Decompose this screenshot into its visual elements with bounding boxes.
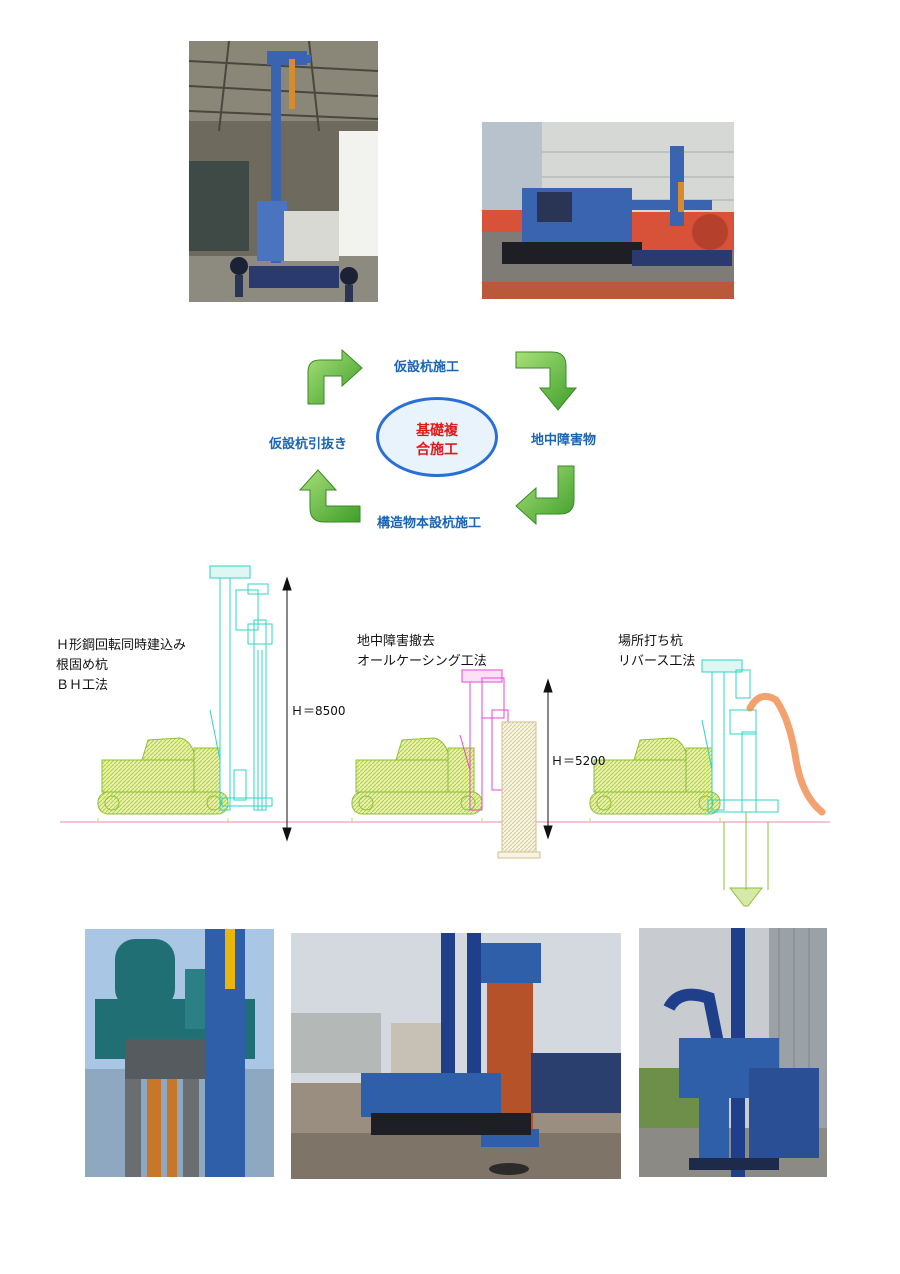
method-text-middle: 地中障害撤去 オールケーシング工法 <box>357 632 487 672</box>
cycle-label-left: 仮設杭引抜き <box>269 437 348 452</box>
method-right-line1: 場所打ち杭 <box>618 634 684 649</box>
photo-reverse-rig-closeup <box>639 928 827 1177</box>
method-middle-line1: 地中障害撤去 <box>357 634 436 649</box>
method-right-line2: リバース工法 <box>618 654 696 669</box>
dimension-arrow-a <box>282 576 292 842</box>
cycle-center-line2: 合施工 <box>416 442 458 458</box>
cycle-arrow-bottom-left <box>298 469 361 523</box>
photo-casing-rig-site <box>291 933 621 1179</box>
cycle-label-right: 地中障害物 <box>531 433 597 448</box>
cycle-arrow-top-right <box>515 351 578 411</box>
cycle-center-oval <box>376 397 498 477</box>
method-left-line2: 根固め杭 <box>56 658 109 673</box>
method-text-left: Ｈ形鋼回転同時建込み 根固め杭 ＢＨ工法 <box>56 636 186 696</box>
machine-elevation-diagram <box>60 565 830 907</box>
method-middle-line2: オールケーシング工法 <box>357 654 487 669</box>
cycle-arrow-bottom-right <box>515 465 575 526</box>
cycle-label-bottom: 構造物本設杭施工 <box>377 516 482 531</box>
reverse-hose <box>746 692 826 816</box>
machine-2 <box>351 669 541 859</box>
method-text-right: 場所打ち杭 リバース工法 <box>618 632 695 672</box>
cycle-arrow-top-left <box>307 348 363 405</box>
method-left-line1: Ｈ形鋼回転同時建込み <box>56 638 187 653</box>
dimension-label-a: Ｈ＝8500 <box>291 704 346 718</box>
photo-rotary-head-closeup <box>85 929 274 1177</box>
photo-rig-in-factory <box>189 41 378 302</box>
method-left-line3: ＢＨ工法 <box>56 678 109 693</box>
cycle-label-top: 仮設杭施工 <box>394 360 460 375</box>
dimension-arrow-b <box>543 678 553 840</box>
cycle-center-line1: 基礎複 <box>416 423 458 439</box>
photo-crawler-rig-with-pipes <box>482 122 734 299</box>
machine-3 <box>589 659 826 907</box>
machine-1 <box>97 565 273 823</box>
cycle-center-text: 基礎複 合施工 <box>378 422 496 460</box>
cycle-arrows <box>298 348 578 526</box>
dimension-label-b: Ｈ＝5200 <box>551 754 606 768</box>
